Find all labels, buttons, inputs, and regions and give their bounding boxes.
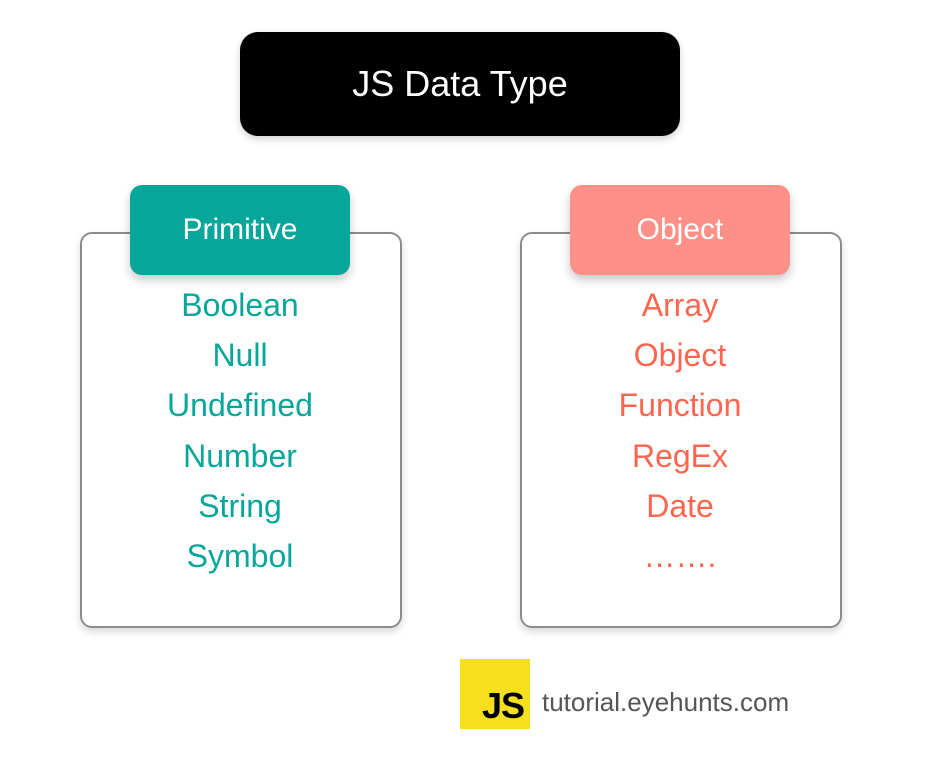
primitive-item: Boolean	[181, 287, 299, 323]
object-item-ellipsis: …….	[643, 537, 717, 574]
object-item: Function	[618, 387, 742, 424]
object-item: RegEx	[631, 437, 729, 474]
primitive-label: Primitive	[182, 213, 298, 246]
object-tag: Object	[570, 185, 790, 275]
primitive-list: Boolean Null Undefined Number String Sym…	[80, 282, 400, 583]
primitive-item: Undefined	[167, 387, 313, 424]
primitive-item: Symbol	[186, 537, 294, 574]
object-list: Array Object Function RegEx Date …….	[520, 282, 840, 583]
primitive-item: Null	[212, 337, 268, 374]
object-item: Date	[646, 487, 714, 524]
primitive-panel	[80, 232, 402, 628]
primitive-item: String	[198, 487, 282, 524]
primitive-item: Number	[183, 437, 297, 474]
object-item: Array	[641, 287, 719, 323]
js-logo-icon: JS	[460, 659, 530, 729]
footer-branding: JS tutorial.eyehunts.com	[460, 659, 789, 729]
object-label: Object	[636, 213, 724, 246]
primitive-tag: Primitive	[130, 185, 350, 275]
title-text: JS Data Type	[352, 63, 568, 104]
site-url: tutorial.eyehunts.com	[542, 686, 790, 717]
js-logo-text: JS	[481, 685, 525, 726]
object-item: Object	[633, 337, 727, 374]
object-panel	[520, 232, 842, 628]
diagram-title: JS Data Type	[240, 32, 680, 136]
